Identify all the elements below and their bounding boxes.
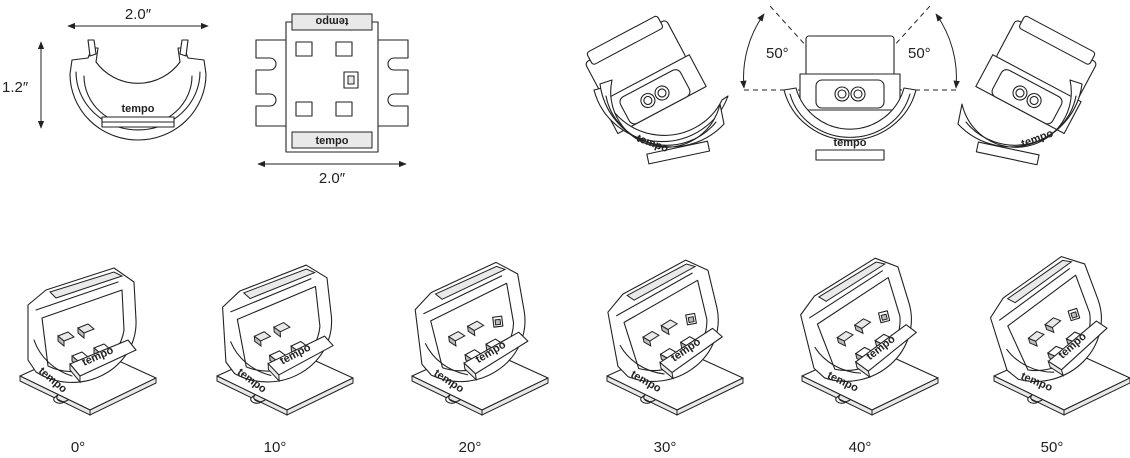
front-view-cradle: 2.0″ 1.2″ tempo [2, 6, 209, 141]
angle-right-label: 50° [908, 45, 931, 62]
position-caption: 40° [849, 439, 872, 456]
tilt-right-brand-label: tempo [1020, 127, 1055, 150]
position-caption: 10° [264, 439, 287, 456]
position-caption: 0° [71, 439, 85, 456]
position-caption: 30° [654, 439, 677, 456]
tilt-view-right: tempo [957, 15, 1097, 166]
position-caption: 20° [459, 439, 482, 456]
top-view-plate: tempo tempo 2.0″ [255, 13, 409, 187]
base-width-dimension-label: 2.0″ [319, 170, 346, 187]
position-caption: 50° [1041, 439, 1064, 456]
position-captions: 0° 10° 20° 30° 40° 50° [71, 439, 1064, 456]
angle-left-label: 50° [766, 45, 789, 62]
tilt-view-left: tempo [585, 15, 729, 165]
top-view-brand-label-lower: tempo [316, 135, 349, 147]
tilt-center-brand-label: tempo [834, 137, 867, 149]
top-view-brand-label-upper: tempo [315, 15, 348, 27]
tilt-view-center: 50° 50° tempo [740, 5, 960, 161]
front-view-brand-label: tempo [122, 103, 155, 115]
width-dimension-label: 2.0″ [125, 6, 152, 23]
height-dimension-label: 1.2″ [2, 79, 29, 96]
